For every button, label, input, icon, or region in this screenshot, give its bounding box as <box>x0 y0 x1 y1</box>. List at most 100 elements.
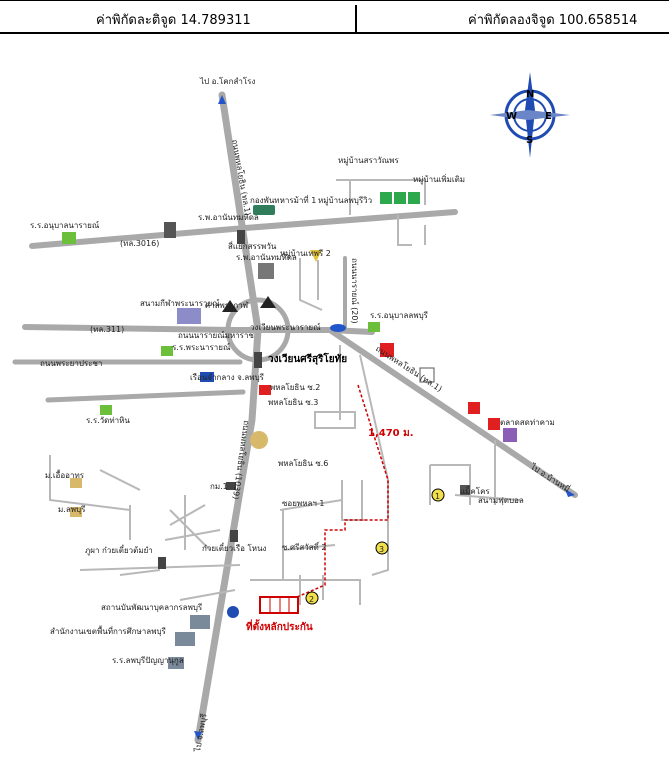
compass-s: S <box>526 135 533 146</box>
label-target: ที่ตั้งหลักประกัน <box>246 619 313 633</box>
police-icon <box>227 606 239 618</box>
svg-text:2: 2 <box>309 595 314 604</box>
arrow-north-icon <box>218 95 226 104</box>
school-icon <box>62 232 76 244</box>
village-icon <box>310 250 322 262</box>
latitude-text: ค่าพิกัดละติจูด 14.789311 <box>96 13 251 28</box>
compass-rose-icon: N S E W <box>490 72 570 158</box>
temple-icon <box>250 431 268 449</box>
village-house-icon-1 <box>380 192 392 204</box>
office-icon-2 <box>175 632 195 646</box>
market-icon <box>503 428 517 442</box>
road-upper <box>29 209 458 249</box>
school-icon-4 <box>100 405 112 415</box>
tank-icon <box>253 205 275 215</box>
label-soi-3: พหลโยธิน ซ.3 <box>268 397 318 407</box>
label-km1: กม.1 <box>210 482 228 491</box>
label-hospital-2: ร.พ.อานันทมหิดล <box>236 253 297 262</box>
label-to-saraburi: ไป อ.บ้านหมี่ <box>528 460 572 494</box>
label-noodle: ก๋วยเตี๋ยวเรือ โหนง <box>202 542 267 553</box>
village-house-icon-2 <box>394 192 406 204</box>
label-village-tha: หมู่บ้านเพิ่มเติม <box>413 173 465 185</box>
svg-text:3: 3 <box>379 545 384 554</box>
shop-icon <box>259 385 271 395</box>
label-school-tambon: ร.ร.อนุบาลลพบุรี <box>370 311 429 320</box>
label-restaurant: ภูผา ก๋วยเตี๋ยวต้มยำ <box>85 544 153 556</box>
label-land-office: สถานบันพัฒนาบุคลากรลพบุรี <box>101 603 203 612</box>
label-hospital: ร.พ.อานันทมหิดล <box>198 213 259 222</box>
label-army-school: ร.ร.อนุบาลนารายณ์ <box>30 220 100 230</box>
store-icon-2 <box>460 485 470 495</box>
road-middle <box>22 324 375 335</box>
traffic-light-icon-2 <box>254 352 262 368</box>
hospital-icon <box>258 263 274 279</box>
mazda-icon <box>419 367 435 383</box>
label-soi-6: พหลโยธิน ซ.6 <box>278 458 328 468</box>
village-house-icon-3 <box>408 192 420 204</box>
label-prison: เรือนจำกลาง จ.ลพบุรี <box>190 373 265 382</box>
label-road-311: (ทล.311) <box>90 325 124 334</box>
label-shrine: ศาลพระกาฬ <box>205 301 249 310</box>
label-road-narai: ถนนนารายณ์มหาราช <box>178 330 254 340</box>
label-village-saraburi: หมู่บ้านสราวัณพร <box>338 156 399 166</box>
landmark-icons <box>62 192 517 669</box>
label-soi-kl1: ซอยพหลฯ 1 <box>282 499 325 508</box>
building-icon <box>164 222 176 238</box>
stadium-icon <box>177 308 201 324</box>
label-tank-battalion: กองพันทหารม้าที่ 1 <box>250 194 316 205</box>
store-icon <box>468 402 480 414</box>
prison-icon <box>200 372 214 382</box>
label-village-w: ม.เอื้ออาทร <box>45 469 85 480</box>
header-divider <box>355 5 357 33</box>
school-icon-5 <box>168 657 184 669</box>
label-road-20: ถนนนารายณ์ (20) <box>350 258 360 324</box>
label-soi-kl2: ซ.ศรีสวัสดิ์ 2 <box>282 541 326 552</box>
label-kindergarten: ร.ร.พระนารายณ์ <box>172 342 231 352</box>
target-property-icon <box>259 596 299 614</box>
label-road-3016: (ทล.3016) <box>120 239 159 248</box>
longitude-text: ค่าพิกัดลองจิจูด 100.658514 <box>468 13 638 28</box>
numbered-points: 1 2 3 <box>305 488 445 605</box>
school-icon-3 <box>161 346 173 356</box>
label-village-soi2: หมู่บ้านเทพรี 2 <box>280 249 331 259</box>
shrine-icon <box>222 300 238 312</box>
office-icon <box>190 615 210 629</box>
label-roundabout: วงเวียนศรีสุริโยทัย <box>268 352 347 365</box>
road-diagonal-east <box>327 327 578 498</box>
phone-icon-2 <box>158 557 166 569</box>
label-distance: 1,470 ม. <box>368 428 414 439</box>
label-school-wat: ร.ร.วัดท่าหิน <box>86 416 130 425</box>
village-icon-2 <box>70 478 82 488</box>
seven-eleven-icon-2 <box>488 418 500 430</box>
label-makro: แม็คโคร <box>460 486 490 496</box>
village-icon-3 <box>70 507 82 517</box>
label-soi-2: พหลโยธิน ซ.2 <box>270 382 320 392</box>
label-road-phra-ram: ถนนพระยาประชา <box>40 359 102 368</box>
km-icon <box>226 482 236 490</box>
label-circle: วงเวียนพระนารายณ์ <box>250 322 321 332</box>
compass-w: W <box>506 111 517 122</box>
arrow-east-icon <box>565 489 575 497</box>
label-school-lp: ร.ร.ลพบุรีปัญญานุกูล <box>112 656 184 666</box>
road-network <box>12 91 578 744</box>
svg-text:1: 1 <box>435 492 440 501</box>
label-market: ตลาดสดท่าคาม <box>500 418 555 427</box>
minor-roads <box>49 179 521 605</box>
label-village-lp: ม.ลพบุรี <box>58 505 86 514</box>
road-sida <box>45 389 246 403</box>
compass-n: N <box>526 89 534 100</box>
road-north-south <box>194 91 262 744</box>
ford-logo-icon <box>330 324 346 332</box>
compass-e: E <box>545 111 552 122</box>
arrow-south-icon <box>194 731 202 740</box>
school-icon-2 <box>368 322 380 332</box>
monument-icon <box>260 296 276 308</box>
label-stadium: สนามกีฬาพระนารายณ์ <box>140 298 220 308</box>
coordinate-header: ค่าพิกัดละติจูด 14.789311 ค่าพิกัดลองจิจ… <box>0 0 669 34</box>
traffic-light-icon <box>237 230 245 244</box>
label-to-lopburi: ไป จ.ลพบุรี <box>193 712 209 753</box>
label-village-lopburi: หมู่บ้านลพบุรีวิว <box>318 196 372 206</box>
label-intersection: สี่แยกสรรพวัน <box>228 240 277 251</box>
route-to-target <box>289 384 389 601</box>
